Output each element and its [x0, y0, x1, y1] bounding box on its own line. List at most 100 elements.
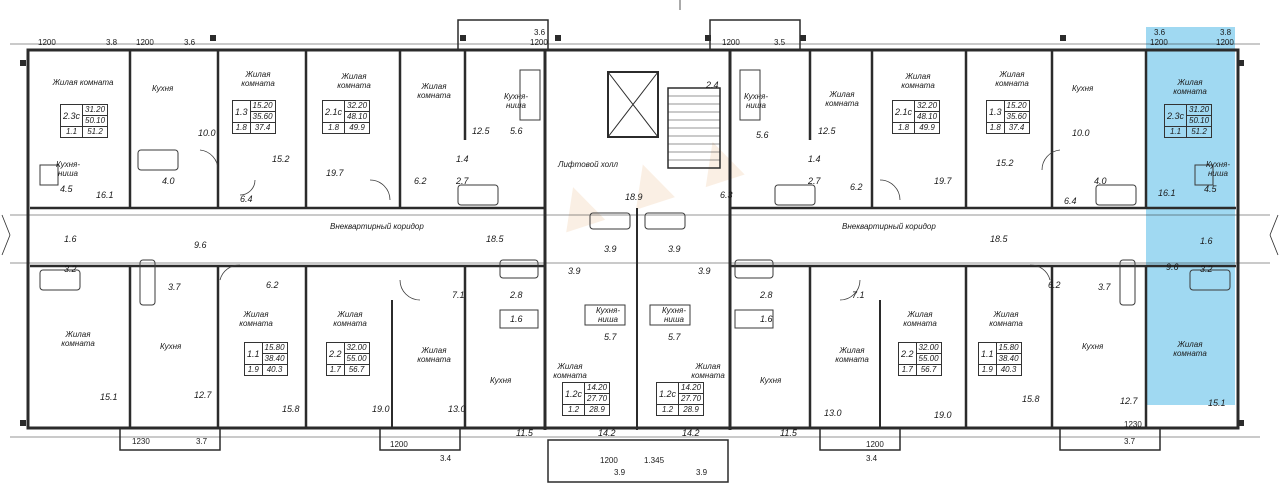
room-living-label: Жилая комната	[989, 310, 1023, 328]
room-area: 18.5	[990, 234, 1008, 244]
dimension-label: 3.6	[184, 38, 196, 47]
room-living-label: Жилая комната	[553, 362, 587, 380]
room-area: 12.7	[194, 390, 212, 400]
dimension-label: 1200	[866, 440, 884, 449]
room-area: 5.7	[668, 332, 681, 342]
room-kitchen-niche-label: Кухня-ниша	[1206, 160, 1230, 178]
room-kitchen-niche-label: Кухня-ниша	[596, 306, 620, 324]
room-area: 19.7	[934, 176, 952, 186]
room-area: 1.4	[808, 154, 821, 164]
room-kitchen-label: Кухня	[490, 376, 512, 385]
room-kitchen-niche-label: Кухня-ниша	[56, 160, 80, 178]
room-living-label: Жилая комната	[1173, 78, 1207, 96]
room-area: 2.4	[706, 80, 719, 90]
room-area: 6.4	[240, 194, 253, 204]
room-area: 4.0	[162, 176, 175, 186]
room-area: 4.5	[1204, 184, 1217, 194]
room-area: 5.6	[756, 130, 769, 140]
room-area: 15.2	[996, 158, 1014, 168]
room-area: 9.6	[194, 240, 207, 250]
room-area: 3.2	[64, 264, 77, 274]
dimension-label: 3.9	[696, 468, 708, 477]
room-kitchen-label: Кухня	[152, 84, 174, 93]
room-area: 9.6	[1166, 262, 1179, 272]
room-area: 15.1	[100, 392, 118, 402]
dimension-label: 1200	[1150, 38, 1168, 47]
dimension-label: 3.5	[774, 38, 786, 47]
room-area: 12.5	[818, 126, 836, 136]
dimension-label: 1200	[390, 440, 408, 449]
dimension-label: 1200	[1216, 38, 1234, 47]
corridor-label: Внеквартирный коридор	[842, 222, 936, 231]
room-area: 10.0	[1072, 128, 1090, 138]
room-area: 5.6	[510, 126, 523, 136]
room-area: 6.2	[850, 182, 863, 192]
room-area: 2.8	[760, 290, 773, 300]
room-area: 13.0	[824, 408, 842, 418]
room-living-label: Жилая комната	[333, 310, 367, 328]
room-kitchen-niche-label: Кухня-ниша	[662, 306, 686, 324]
room-area: 2.7	[456, 176, 469, 186]
room-living-label: Жилая комната	[61, 330, 95, 348]
room-area: 15.1	[1208, 398, 1226, 408]
dimension-label: 3.8	[106, 38, 118, 47]
dimension-label: 1200	[722, 38, 740, 47]
outer-wall	[26, 48, 1240, 430]
room-area: 19.7	[326, 168, 344, 178]
room-kitchen-label: Кухня	[160, 342, 182, 351]
room-area: 12.5	[472, 126, 490, 136]
room-area: 3.2	[1200, 264, 1213, 274]
room-kitchen-label: Кухня	[1082, 342, 1104, 351]
room-area: 11.5	[780, 428, 797, 438]
room-area: 18.5	[486, 234, 504, 244]
room-living-label: Жилая комната	[239, 310, 273, 328]
dimension-label: 3.8	[1220, 28, 1232, 37]
corridor-label: Внеквартирный коридор	[330, 222, 424, 231]
room-kitchen-label: Кухня	[760, 376, 782, 385]
room-area: 6.2	[414, 176, 427, 186]
dimension-label: 1230	[1124, 420, 1142, 429]
room-area: 3.9	[698, 266, 711, 276]
room-area: 16.1	[1158, 188, 1176, 198]
dimension-label: 1230	[132, 437, 150, 446]
room-area: 6.2	[266, 280, 279, 290]
dimension-label: 1200	[600, 456, 618, 465]
dimension-label: 1200	[530, 38, 548, 47]
dimension-label: 1200	[38, 38, 56, 47]
room-area: 4.0	[1094, 176, 1107, 186]
room-area: 1.6	[1200, 236, 1213, 246]
room-kitchen-label: Кухня	[1072, 84, 1094, 93]
room-area: 10.0	[198, 128, 216, 138]
room-living-label: Жилая комната	[1173, 340, 1207, 358]
room-area: 5.7	[604, 332, 617, 342]
room-area: 3.7	[168, 282, 181, 292]
room-living-label: Жилая комната	[241, 70, 275, 88]
room-area: 3.9	[568, 266, 581, 276]
room-area: 7.1	[852, 290, 865, 300]
dimension-label: 3.7	[196, 437, 208, 446]
room-area: 3.7	[1098, 282, 1111, 292]
room-living-label: Жилая комната	[835, 346, 869, 364]
room-kitchen-niche-label: Кухня-ниша	[744, 92, 768, 110]
room-area: 1.6	[760, 314, 773, 324]
room-living-label: Жилая комната	[903, 310, 937, 328]
dimension-label: 3.4	[440, 454, 452, 463]
dimension-label: 3.7	[1124, 437, 1136, 446]
room-living-label: Жилая комната	[901, 72, 935, 90]
dimension-label: 3.6	[1154, 28, 1166, 37]
room-area: 19.0	[372, 404, 390, 414]
room-area: 3.9	[604, 244, 617, 254]
room-area: 18.9	[625, 192, 643, 202]
room-living-label: Жилая комната	[691, 362, 725, 380]
